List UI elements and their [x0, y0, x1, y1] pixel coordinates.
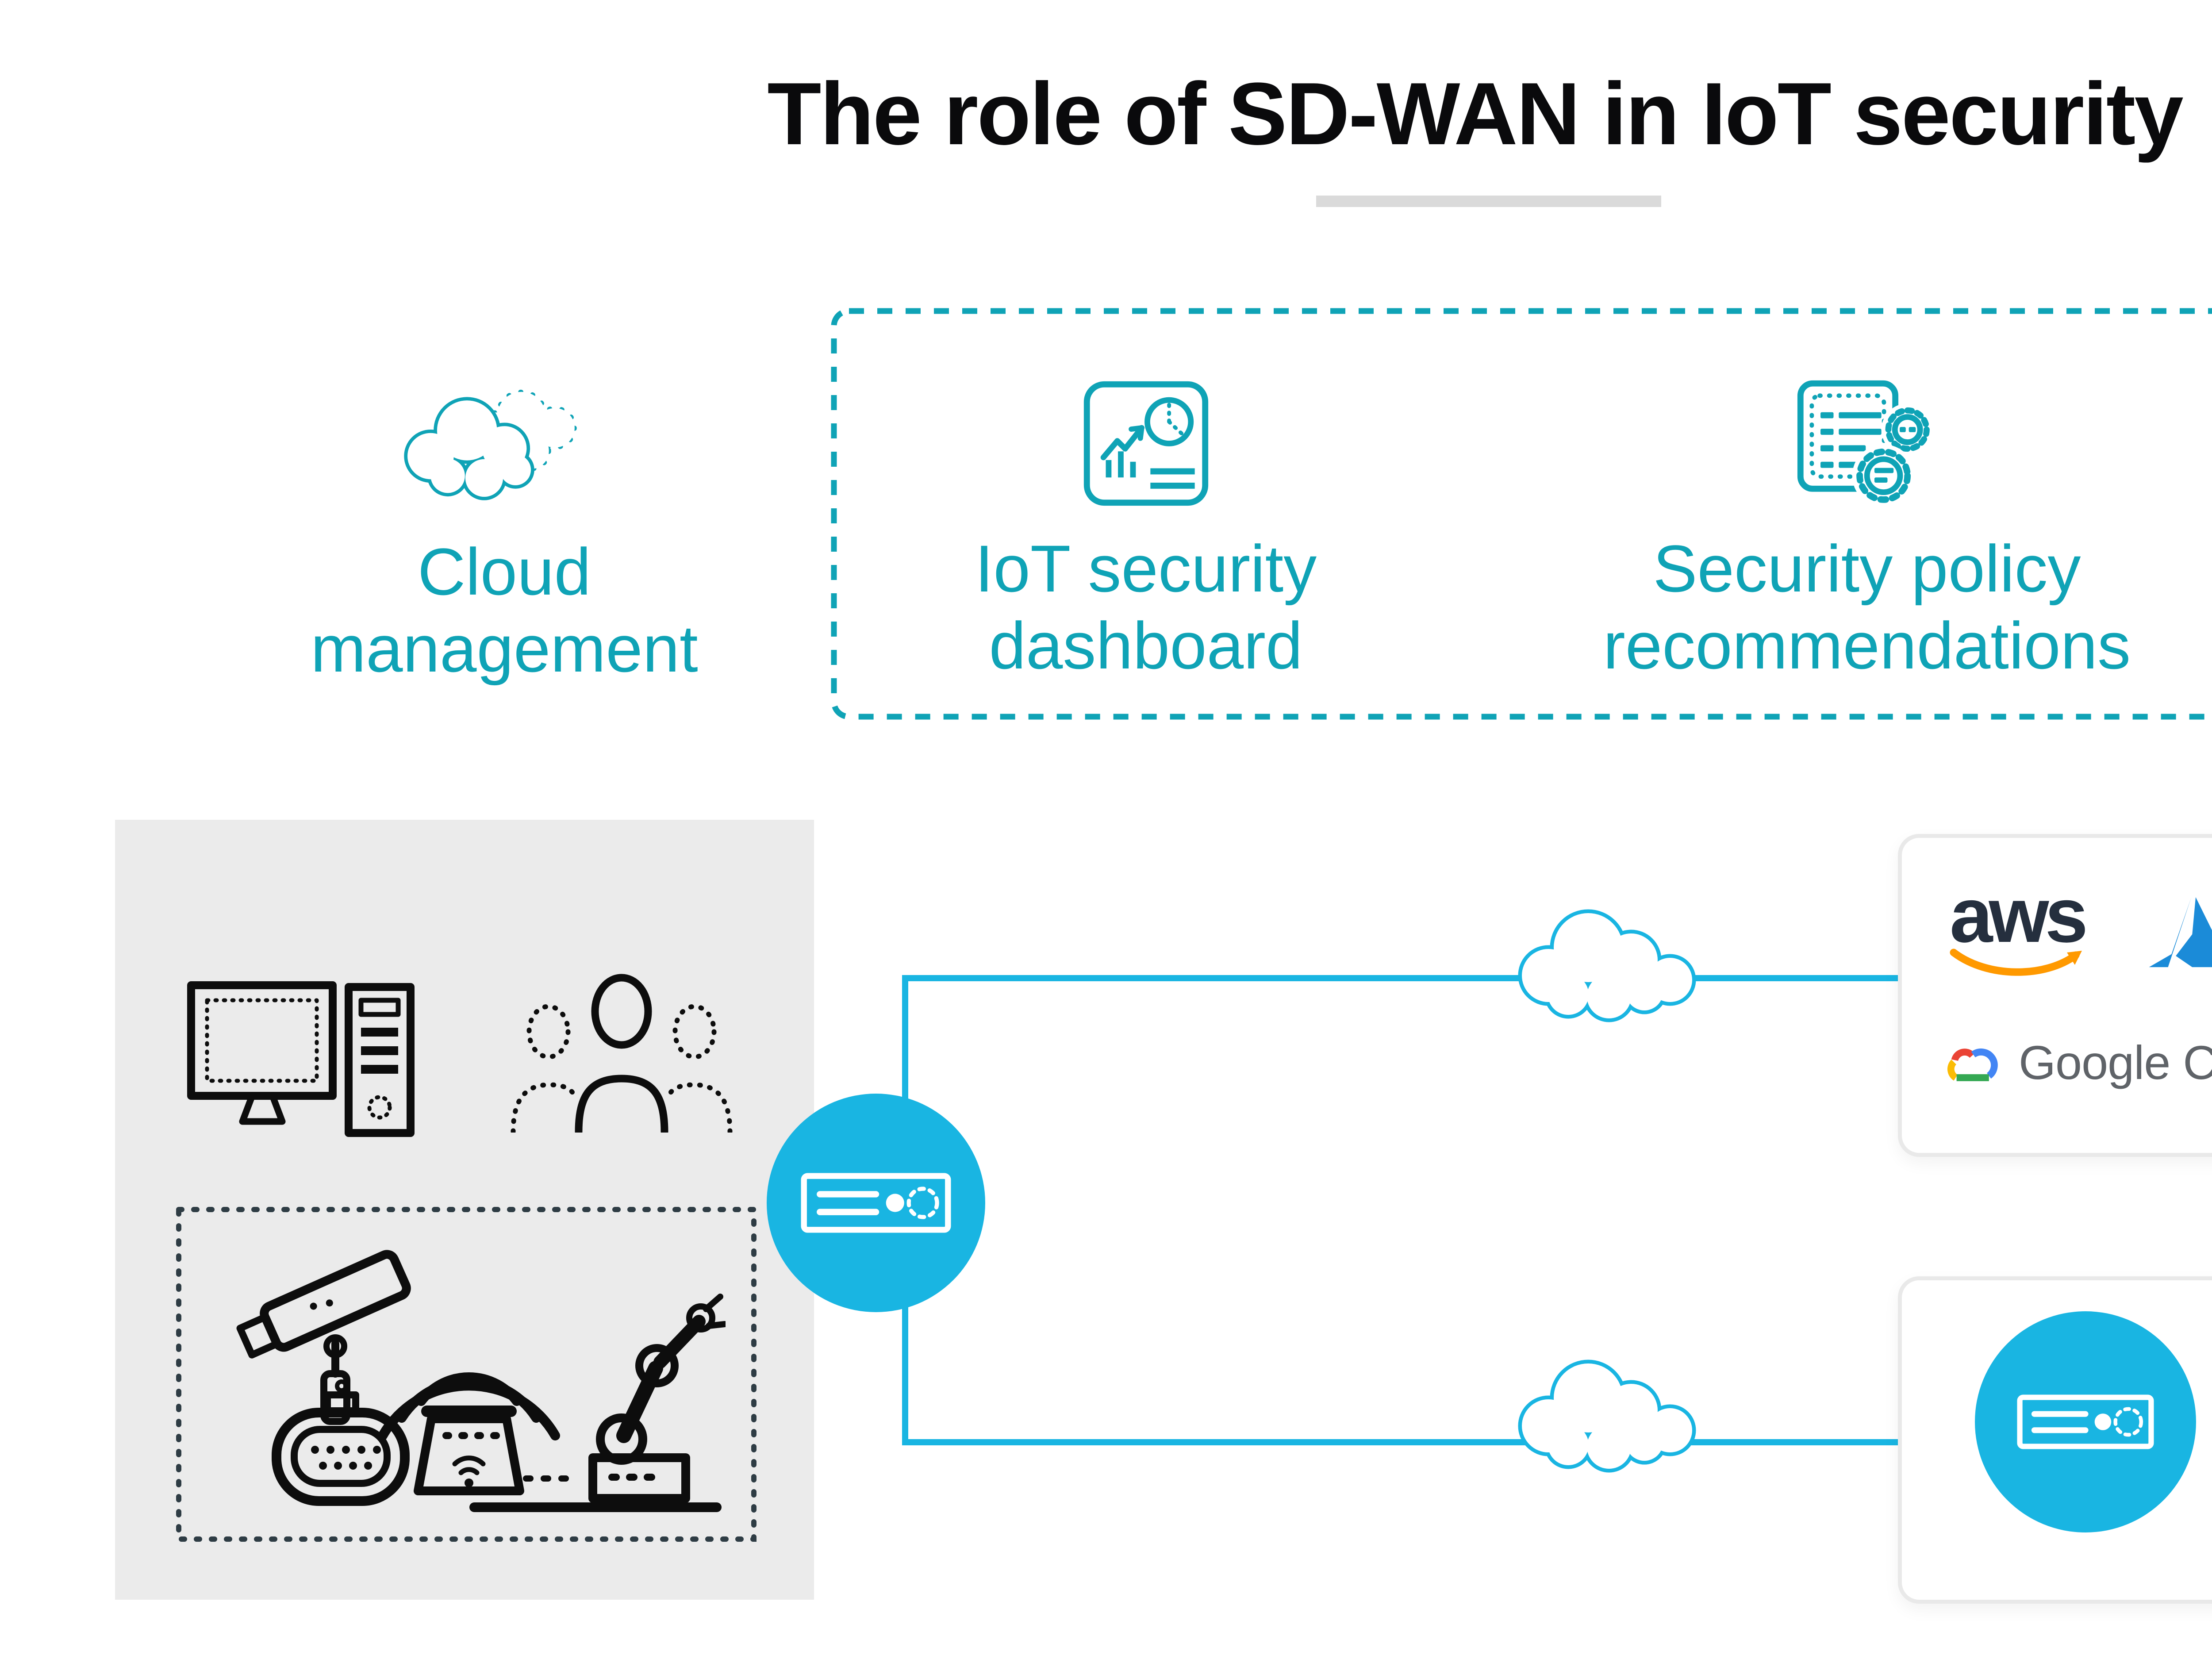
- page-title: The role of SD-WAN in IoT security: [767, 65, 2183, 163]
- google-cloud-glyph-icon: [1947, 1048, 1998, 1081]
- sdwan-appliance-badge-dc: [1975, 1311, 2196, 1532]
- cloud-management-icon: [404, 389, 577, 500]
- link-line-to-data-center: [902, 1439, 1898, 1445]
- cloud-management-label: Cloud management: [311, 534, 698, 686]
- public-cloud-card: aws Azure Google Cloud: [1898, 834, 2212, 1157]
- user-group-icon: [511, 974, 733, 1133]
- capability-iot-security-dashboard: IoT security dashboard: [845, 378, 1447, 684]
- capability-security-policy-recommendations: Security policy recommendations: [1566, 378, 2168, 684]
- capability-label: IoT security dashboard: [975, 531, 1317, 683]
- capabilities-dashed-box: [831, 308, 2212, 720]
- aws-wordmark: aws: [1950, 872, 2088, 959]
- aws-smile-icon: [1950, 949, 2082, 976]
- google-cloud-wordmark: Google Cloud: [2019, 1036, 2212, 1089]
- wan-cloud-icon-top: [1518, 909, 1696, 1022]
- iot-devices-icon: [236, 1250, 726, 1512]
- sdwan-appliance-icon: [2017, 1394, 2154, 1449]
- cloud-management-group: Cloud management: [248, 374, 761, 687]
- data-center-card: [1898, 1276, 2212, 1604]
- aws-logo: aws: [1942, 877, 2092, 991]
- google-cloud-logo: Google Cloud: [1937, 1035, 2212, 1090]
- desktop-computer-icon: [187, 981, 415, 1137]
- title-underline: [1316, 196, 1661, 207]
- sdwan-appliance-badge: [767, 1094, 985, 1312]
- azure-triangle-icon: [2149, 897, 2212, 968]
- security-dashboard-icon: [1083, 381, 1208, 506]
- capability-label: Security policy recommendations: [1603, 531, 2131, 683]
- iot-devices-dashed-box: [176, 1207, 757, 1542]
- link-line-to-public-cloud: [902, 975, 1898, 981]
- sdwan-appliance-icon: [801, 1173, 951, 1233]
- policy-recommendations-icon: [1797, 380, 1934, 507]
- wan-cloud-icon-bottom: [1518, 1359, 1696, 1473]
- azure-logo: Azure: [2143, 895, 2212, 969]
